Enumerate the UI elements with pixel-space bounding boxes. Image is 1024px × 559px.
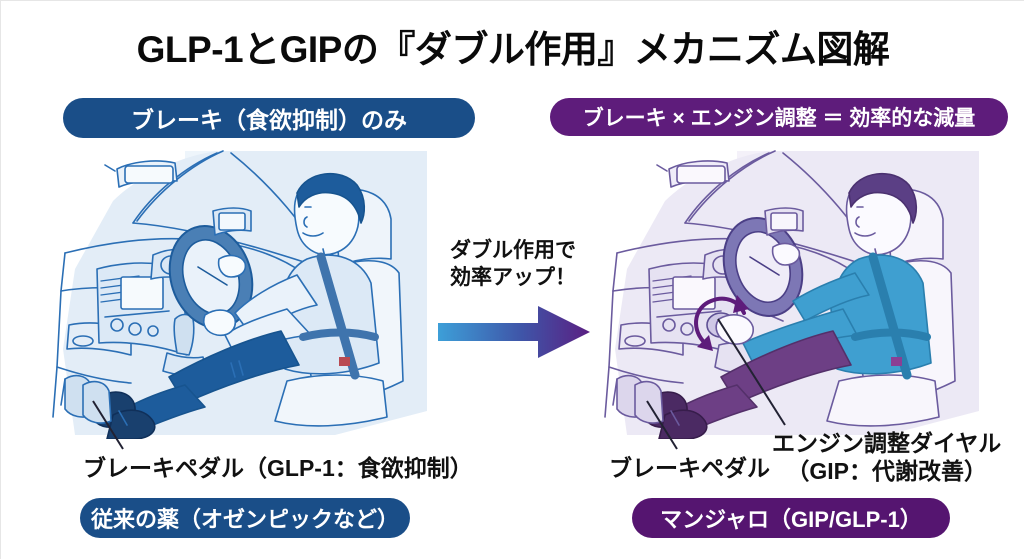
left-panel-footer-label: 従来の薬（オゼンピックなど） xyxy=(90,507,399,532)
left-car-interior-illustration xyxy=(52,150,427,439)
right-panel-banner-label: ブレーキ × エンジン調整 ＝ 効率的な減量 xyxy=(582,107,976,130)
right-panel-banner: ブレーキ × エンジン調整 ＝ 効率的な減量 xyxy=(550,98,1008,136)
left-panel-banner: ブレーキ（食欲抑制）のみ xyxy=(63,98,475,138)
right-pedal-callout: ブレーキペダル xyxy=(609,455,770,481)
right-panel-footer-label: マンジャロ（GIP/GLP-1） xyxy=(660,507,922,532)
center-arrow-caption: ダブル作用で 効率アップ！ xyxy=(433,237,593,292)
left-panel-banner-label: ブレーキ（食欲抑制）のみ xyxy=(131,107,407,133)
engine-dial-callout-line1: エンジン調整ダイヤル xyxy=(772,430,1002,456)
right-panel-footer-pill: マンジャロ（GIP/GLP-1） xyxy=(632,498,950,538)
center-arrow-caption-line2: 効率アップ！ xyxy=(450,266,576,290)
center-arrow-caption-line1: ダブル作用で xyxy=(450,239,576,262)
page-title: GLP-1とGIPの『ダブル作用』メカニズム図解 xyxy=(136,29,890,70)
engine-dial-callout: エンジン調整ダイヤル （GIP：代謝改善） xyxy=(772,429,1001,485)
left-pedal-callout: ブレーキペダル（GLP-1：食欲抑制） xyxy=(83,455,473,481)
right-car-interior-illustration xyxy=(604,150,979,439)
right-arrow-gradient-icon xyxy=(438,306,590,358)
left-panel-footer-pill: 従来の薬（オゼンピックなど） xyxy=(80,498,410,538)
engine-dial-callout-line2: （GIP：代謝改善） xyxy=(786,458,987,485)
